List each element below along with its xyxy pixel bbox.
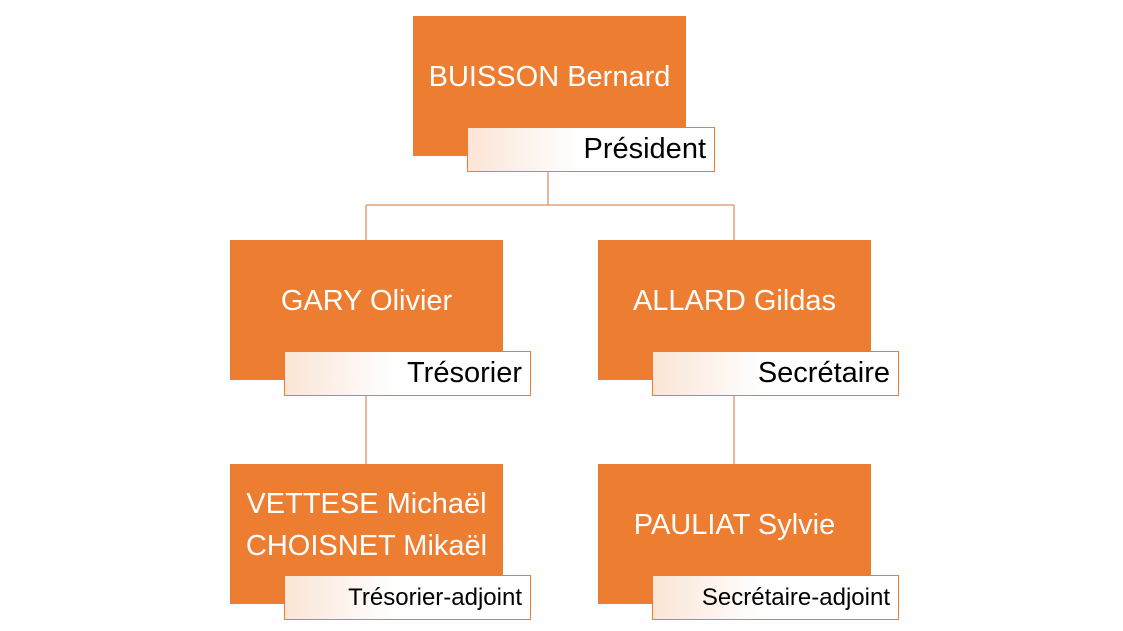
- node-tresorier-name: GARY Olivier: [280, 284, 453, 317]
- role-tresorier-adjoint-label: Trésorier-adjoint: [348, 583, 522, 611]
- role-secretaire: Secrétaire: [652, 351, 899, 396]
- role-tresorier: Trésorier: [284, 351, 531, 396]
- node-president-name: BUISSON Bernard: [428, 60, 671, 93]
- node-secretaire: ALLARD Gildas: [598, 240, 871, 380]
- role-secretaire-adjoint: Secrétaire-adjoint: [652, 575, 899, 620]
- role-secretaire-label: Secrétaire: [757, 357, 890, 389]
- node-tresorier-adjoint-name-2: CHOISNET Mikaël: [245, 530, 488, 562]
- node-secretaire-name: ALLARD Gildas: [632, 284, 837, 317]
- role-president-label: Président: [583, 133, 706, 165]
- node-tresorier-adjoint-name-1: VETTESE Michaël: [246, 487, 487, 520]
- role-tresorier-label: Trésorier: [407, 357, 522, 389]
- role-secretaire-adjoint-label: Secrétaire-adjoint: [701, 583, 890, 611]
- node-secretaire-adjoint-name: PAULIAT Sylvie: [633, 508, 836, 541]
- role-tresorier-adjoint: Trésorier-adjoint: [284, 575, 531, 620]
- role-president: Président: [467, 127, 715, 172]
